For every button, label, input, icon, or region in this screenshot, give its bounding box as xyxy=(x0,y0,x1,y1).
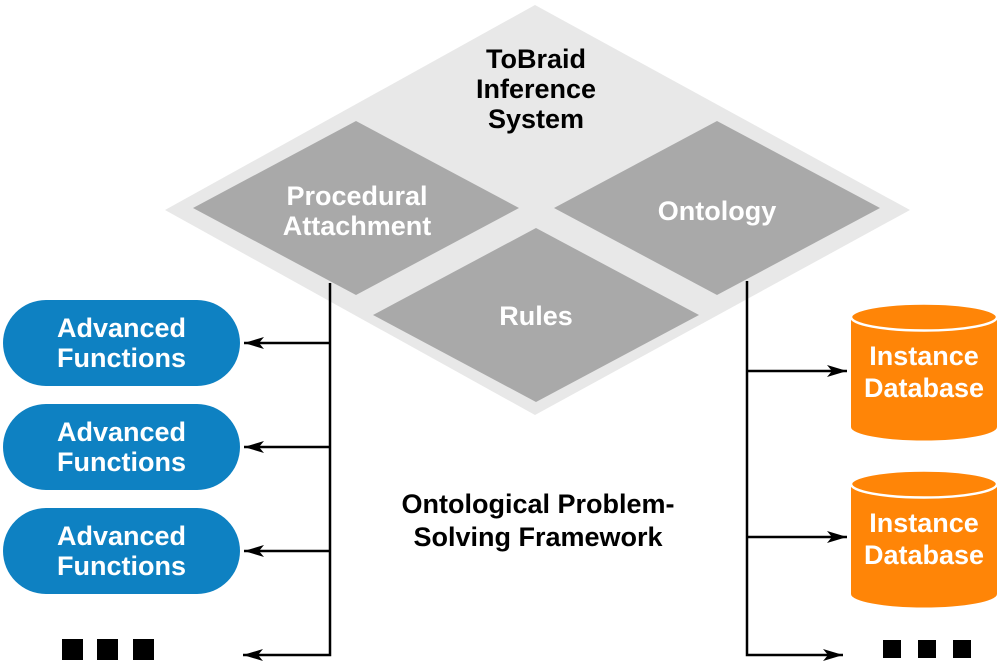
left-connector-trunk-arrow xyxy=(243,283,332,661)
ellipsis-square xyxy=(953,640,971,658)
ellipsis-square xyxy=(62,639,83,660)
cylinder-body xyxy=(851,317,997,427)
cylinder-body xyxy=(851,484,997,594)
advanced-functions-node-2: Advanced Functions xyxy=(3,404,240,490)
advanced-functions-label: Advanced Functions xyxy=(56,313,187,373)
advanced-functions-label: Advanced Functions xyxy=(56,521,187,581)
ellipsis-square xyxy=(883,640,901,658)
cylinder-top xyxy=(849,469,999,499)
ellipsis-right xyxy=(883,640,971,658)
ellipsis-left xyxy=(62,639,154,660)
right-connector-trunk-arrow xyxy=(745,281,843,661)
instance-database-cylinder-2 xyxy=(849,469,999,608)
rules-diamond xyxy=(373,228,699,402)
advanced-functions-node-3: Advanced Functions xyxy=(3,508,240,594)
instance-database-label: Instance Database xyxy=(863,341,985,403)
instance-database-label: Instance Database xyxy=(863,508,985,570)
instance-database-label-wrap-2: Instance Database xyxy=(851,484,997,594)
instance-database-label-wrap-1: Instance Database xyxy=(851,317,997,427)
ontology-diamond xyxy=(554,121,880,295)
advanced-functions-node-1: Advanced Functions xyxy=(3,300,240,386)
cylinder-top xyxy=(849,302,999,332)
ellipsis-square xyxy=(97,639,118,660)
ellipsis-square xyxy=(918,640,936,658)
inference-system-diamond xyxy=(165,5,910,415)
instance-database-cylinder-1 xyxy=(849,302,999,441)
advanced-functions-label: Advanced Functions xyxy=(56,417,187,477)
procedural-attachment-diamond xyxy=(193,121,519,295)
ellipsis-square xyxy=(133,639,154,660)
